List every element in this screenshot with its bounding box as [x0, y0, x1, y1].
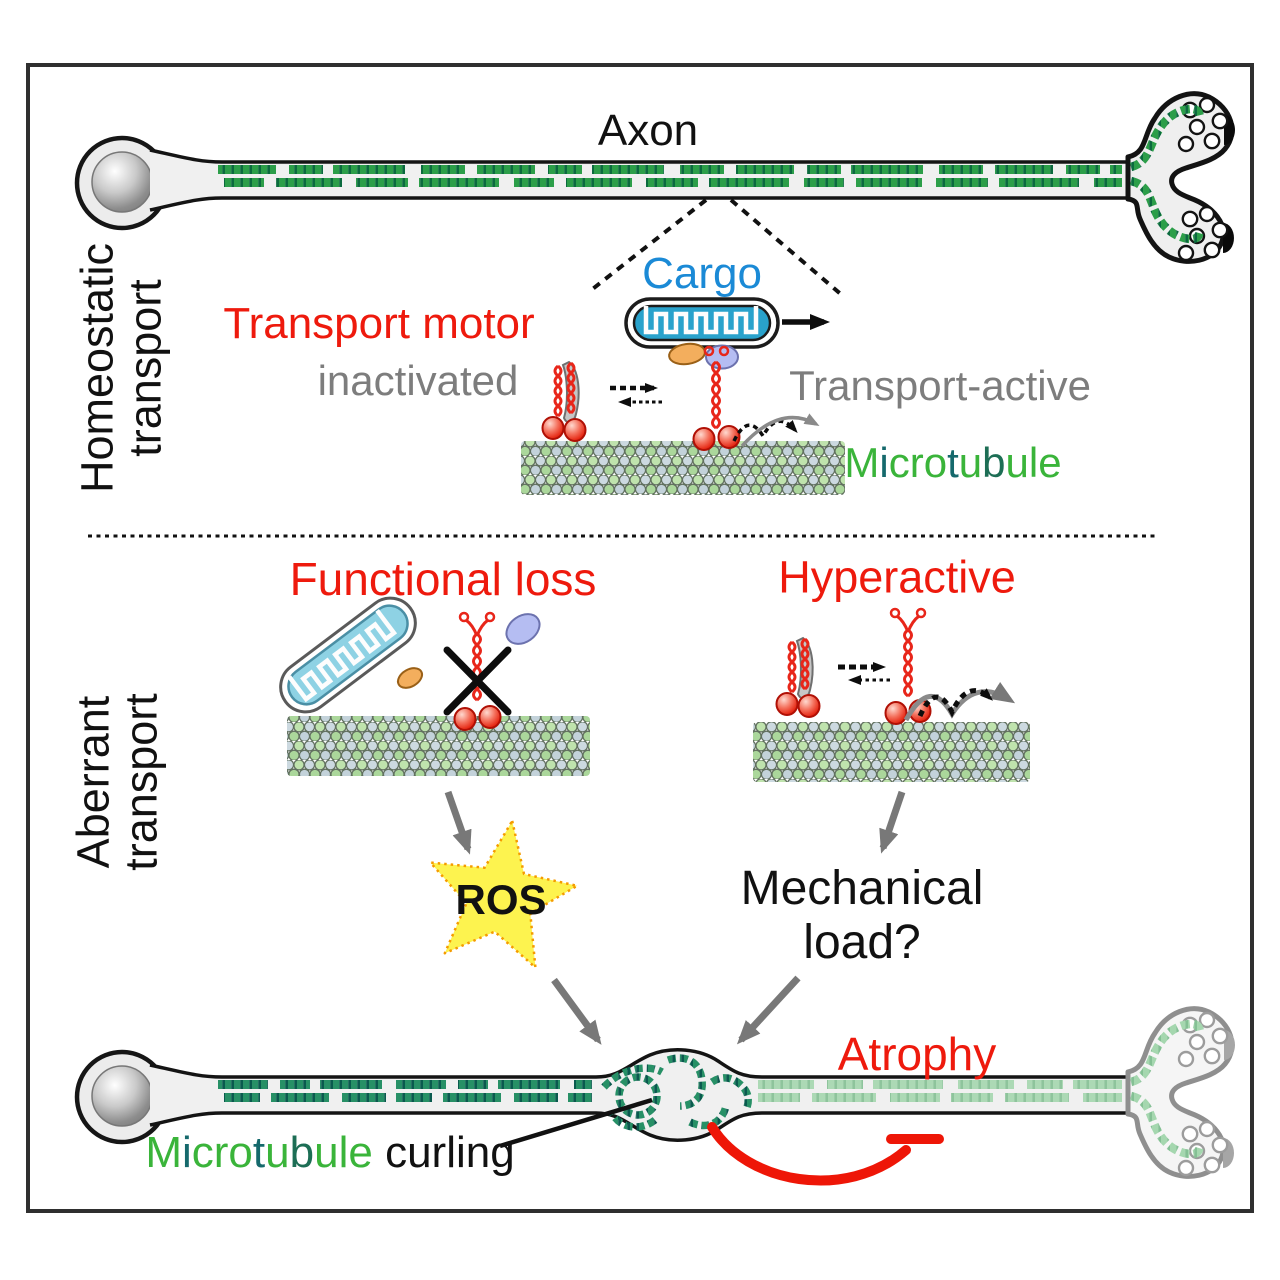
arrow-load-to-swelling — [736, 975, 801, 1045]
transport-active-label: Transport-active — [789, 361, 1091, 409]
microtubule-label: Microtubule — [844, 438, 1062, 486]
mechanical-load-label-line2: load? — [803, 915, 921, 969]
inhibition-arrow — [707, 1122, 944, 1186]
x-cross-icon — [443, 646, 512, 716]
functional-loss-panel — [279, 596, 590, 855]
kinesin-broken-icon — [453, 611, 502, 731]
terminal-microtubule-faded — [1129, 1091, 1205, 1159]
microtubule-curl-tangle — [601, 1054, 752, 1131]
axon-label: Axon — [597, 105, 699, 155]
inactivated-label: inactivated — [317, 356, 519, 404]
adaptor-blue-icon — [505, 613, 541, 645]
mechanical-load-label-line1: Mechanical — [740, 861, 984, 915]
healthy-neuron — [74, 91, 1235, 264]
arrow-to-ros — [444, 790, 472, 855]
figure-frame — [26, 63, 1254, 1213]
kinesin-inactive-icon — [775, 636, 821, 718]
microtubule-curling-label: Microtubule curling — [145, 1127, 515, 1177]
terminal-microtubule — [1129, 104, 1205, 172]
atrophic-neuron — [74, 1006, 1235, 1186]
arrow-ros-to-swelling — [551, 977, 602, 1045]
section-label-homeostatic: Homeostatic transport — [71, 242, 170, 494]
stepping-arcs-icon — [732, 419, 798, 442]
kinesin-inactive-icon — [541, 360, 587, 442]
kinesin-active-icon — [692, 345, 741, 451]
curling-pointer-line — [499, 1097, 653, 1149]
synaptic-terminal-healthy — [1125, 91, 1235, 264]
microtubule-lattice — [287, 716, 590, 776]
functional-loss-label: Functional loss — [289, 552, 597, 605]
kinesin-active-icon — [884, 607, 932, 725]
run-arrow-icon — [740, 413, 820, 448]
terminal-microtubule-faded — [1129, 1019, 1205, 1087]
terminal-microtubule — [1129, 176, 1205, 244]
stepping-arcs-icon — [917, 688, 993, 718]
ros-star-icon — [429, 819, 579, 969]
synaptic-vesicles-faded — [1177, 1011, 1229, 1177]
hyperactive-label: Hyperactive — [778, 551, 1016, 603]
zoom-callout-line — [588, 198, 708, 293]
arrow-to-mechanical-load — [879, 790, 906, 854]
zoom-callout-line — [729, 198, 845, 298]
homeostatic-inset — [521, 297, 845, 495]
microtubule-lattice — [521, 441, 845, 495]
cargo-label: Cargo — [642, 248, 762, 298]
adaptor-orange-icon — [396, 667, 424, 689]
section-label-aberrant: Aberrant transport — [67, 693, 166, 871]
nucleus — [91, 151, 153, 213]
synaptic-terminal-faded — [1125, 1006, 1235, 1179]
mitochondrion-detached-icon — [279, 596, 417, 714]
nucleus — [91, 1065, 153, 1127]
microtubule-lattice — [753, 722, 1030, 782]
atrophy-label: Atrophy — [837, 1027, 997, 1080]
axon-shaft-swollen — [150, 1049, 1133, 1141]
transport-motor-label: Transport motor — [223, 298, 535, 348]
ros-label: ROS — [455, 875, 547, 923]
hyperactive-panel — [753, 607, 1030, 854]
mitochondrion-icon — [624, 297, 780, 349]
